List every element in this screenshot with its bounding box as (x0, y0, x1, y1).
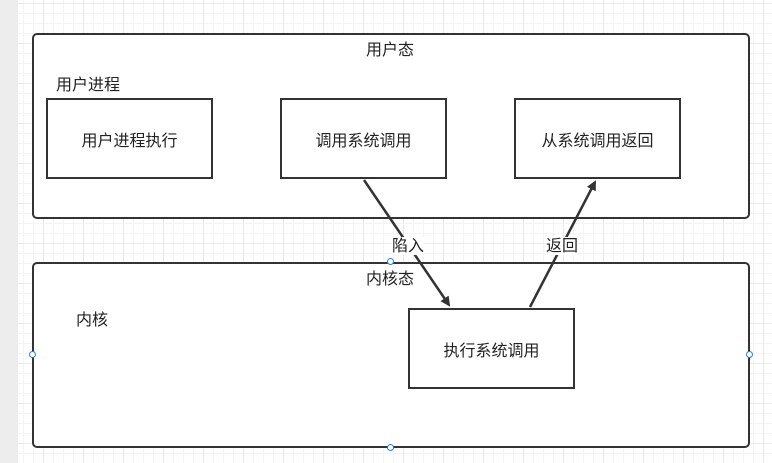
left-gutter (0, 0, 18, 463)
user-mode-title: 用户态 (365, 40, 415, 59)
user-process-label: 用户进程 (56, 75, 121, 94)
trap-label: 陷入 (392, 236, 425, 255)
resize-handle-bottom[interactable] (387, 444, 394, 451)
resize-handle-left[interactable] (29, 351, 36, 358)
kernel-mode-title: 内核态 (365, 269, 415, 288)
user-process-exec-label: 用户进程执行 (81, 130, 178, 150)
exec-syscall-box[interactable]: 执行系统调用 (408, 308, 575, 389)
invoke-syscall-box[interactable]: 调用系统调用 (280, 98, 447, 179)
resize-handle-top[interactable] (387, 258, 394, 265)
exec-syscall-label: 执行系统调用 (443, 340, 540, 360)
invoke-syscall-label: 调用系统调用 (315, 130, 412, 150)
return-from-syscall-box[interactable]: 从系统调用返回 (514, 98, 681, 179)
return-from-syscall-label: 从系统调用返回 (541, 130, 654, 150)
return-label: 返回 (546, 236, 579, 255)
resize-handle-right[interactable] (746, 351, 753, 358)
kernel-label: 内核 (76, 310, 109, 329)
user-process-exec-box[interactable]: 用户进程执行 (46, 98, 213, 179)
